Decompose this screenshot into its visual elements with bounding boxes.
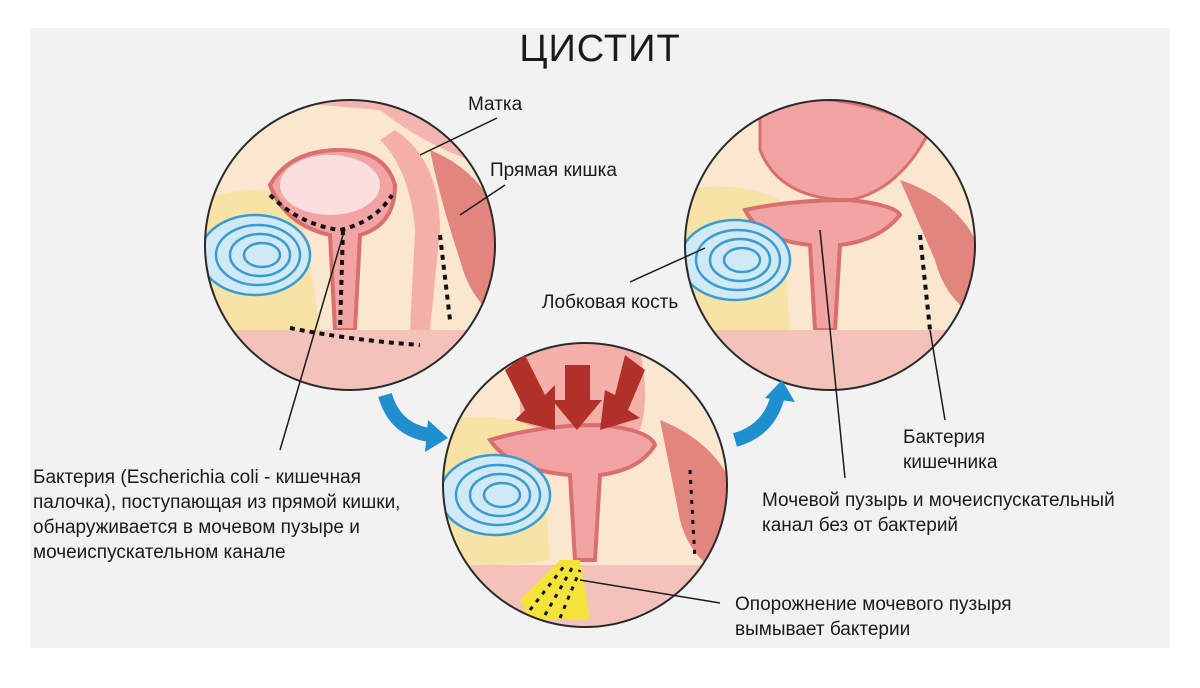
bladder-clean	[742, 197, 903, 332]
flow-arrow-1	[378, 392, 432, 442]
label-emptying: Опорожнение мочевого пузыря вымывает бак…	[735, 594, 1012, 640]
leader-lines	[279, 117, 946, 604]
urine-stream	[520, 560, 590, 620]
diagram-clean	[684, 99, 976, 391]
label-uterus: Матка	[468, 94, 523, 115]
flow-arrow-2	[732, 393, 785, 447]
pubic-bone-right	[685, 218, 792, 302]
pressure-arrows	[505, 355, 645, 430]
label-rectum: Прямая кишка	[490, 160, 617, 181]
page-title: ЦИСТИТ	[519, 28, 681, 70]
pubic-bone-mid	[443, 453, 552, 537]
bacteria-dots	[268, 193, 452, 347]
label-intestinal-bacteria: Бактерия кишечника	[903, 427, 998, 473]
label-pubic-bone: Лобковая кость	[542, 292, 679, 313]
rectum	[430, 150, 495, 320]
diagram-infected	[204, 99, 496, 391]
label-bladder-clear: Мочевой пузырь и мочеиспускательный кана…	[762, 490, 1115, 536]
pubic-bone	[205, 213, 312, 297]
uterus	[380, 130, 440, 330]
label-bacteria-ecoli: Бактерия (Escherichia coli - кишечная па…	[33, 467, 401, 563]
diagram-emptying	[442, 342, 728, 628]
